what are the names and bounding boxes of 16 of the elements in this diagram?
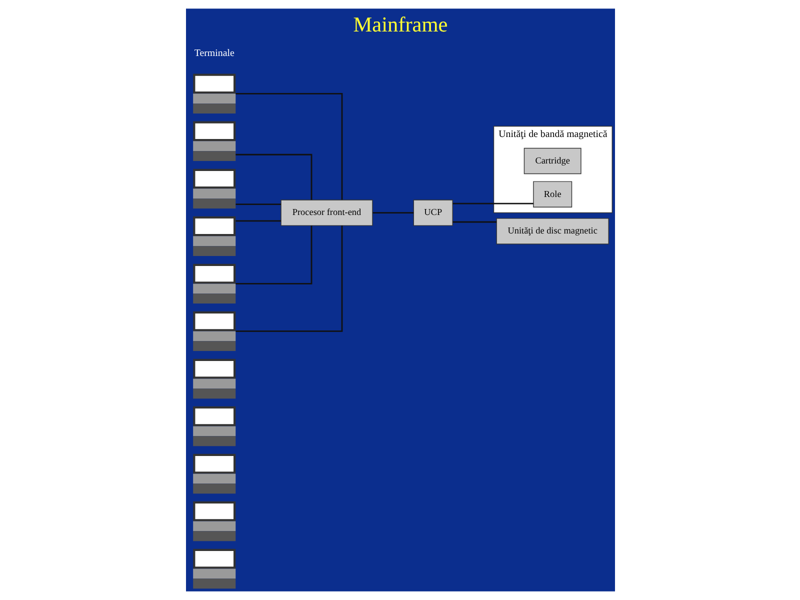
diagram-title: Mainframe: [352, 12, 448, 36]
connector: [452, 202, 533, 204]
connector: [372, 212, 413, 214]
node-box: Role: [532, 181, 572, 208]
label: Terminale: [194, 48, 234, 59]
connector: [235, 226, 342, 332]
node-box: Unităţi de disc magnetic: [496, 218, 608, 244]
node-box: Cartridge: [523, 148, 581, 174]
connector: [235, 220, 280, 222]
connector: [235, 226, 312, 284]
node-box: UCP: [412, 200, 452, 226]
connector: [235, 92, 342, 200]
connector: [235, 154, 312, 200]
connector: [235, 204, 280, 205]
node-box: Procesor front-end: [280, 200, 372, 226]
connector: [452, 221, 496, 223]
